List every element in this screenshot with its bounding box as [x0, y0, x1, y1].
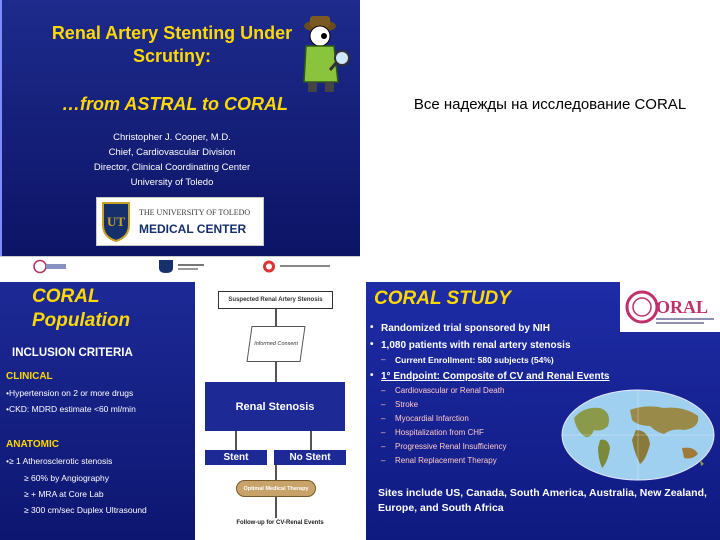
- clinical-header: CLINICAL: [6, 371, 53, 382]
- coral-logo: ORAL: [620, 282, 720, 332]
- bullet-dot: •: [370, 339, 374, 350]
- coral-small-logo-icon: [33, 259, 66, 274]
- study-bullet: 1,080 patients with renal artery stenosi…: [381, 340, 571, 351]
- flow-arrow: [275, 309, 277, 326]
- anatomic-item: ≥ 300 cm/sec Duplex Ultrasound: [24, 505, 147, 515]
- clinical-item: •CKD: MDRD estimate <60 ml/min: [6, 404, 136, 414]
- flow-optimal-medical-therapy: Optimal Medical Therapy: [236, 480, 316, 497]
- slide2-title-line1: CORAL: [32, 286, 100, 307]
- anatomic-item: •≥ 1 Atherosclerotic stenosis: [6, 456, 113, 466]
- flow-arrow: [275, 497, 277, 518]
- slide1-title-line1: Renal Artery Stenting Under: [51, 23, 293, 43]
- clinical-item: •Hypertension on 2 or more drugs: [6, 388, 134, 398]
- world-map-icon: [561, 389, 715, 481]
- flow-renal-stenosis: Renal Stenosis: [205, 382, 345, 431]
- enrollment-line: Current Enrollment: 580 subjects (54%): [395, 355, 554, 365]
- anatomic-item: ≥ 60% by Angiography: [24, 473, 109, 483]
- flow-informed-consent: Informed Consent: [246, 326, 306, 362]
- caption-russian: Все надежды на исследование CORAL: [413, 96, 687, 113]
- slide1-subtitle: …from ASTRAL to CORAL: [62, 94, 288, 114]
- bullet-dot: •: [370, 322, 374, 333]
- coral-logo-text: ORAL: [656, 297, 708, 317]
- endpoint-item: Cardiovascular or Renal Death: [395, 386, 505, 395]
- sub-dash: –: [381, 442, 386, 451]
- sub-dash: –: [381, 414, 386, 423]
- coral-logo-icon: ORAL: [625, 290, 714, 324]
- slide1-author-block: Christopher J. Cooper, M.D. Chief, Cardi…: [42, 130, 302, 190]
- flow-no-stent: No Stent: [274, 450, 346, 465]
- study-bullet: Randomized trial sponsored by NIH: [381, 323, 550, 334]
- sub-dash: –: [381, 428, 386, 437]
- inclusion-criteria-header: INCLUSION CRITERIA: [12, 347, 133, 359]
- endpoint-item: Progressive Renal Insufficiency: [395, 442, 507, 451]
- flow-stent: Stent: [205, 450, 267, 465]
- slide3-title: CORAL STUDY: [374, 288, 511, 309]
- anatomic-item: ≥ + MRA at Core Lab: [24, 489, 104, 499]
- flow-arrow: [275, 465, 277, 480]
- university-shield-icon: UT: [102, 202, 130, 243]
- endpoint-item: Myocardial Infarction: [395, 414, 469, 423]
- svg-text:UT: UT: [107, 214, 125, 229]
- author-line: Chief, Cardiovascular Division: [108, 147, 236, 158]
- ut-small-shield-icon: [159, 260, 173, 273]
- sub-dash: –: [381, 456, 386, 465]
- endpoint-item: Hospitalization from CHF: [395, 428, 484, 437]
- slide2-title: CORAL Population: [32, 285, 130, 333]
- author-line: Christopher J. Cooper, M.D.: [113, 132, 231, 143]
- flow-arrow: [275, 362, 277, 382]
- author-line: University of Toledo: [130, 177, 214, 188]
- sub-dash: –: [381, 386, 386, 395]
- anatomic-header: ANATOMIC: [6, 439, 59, 450]
- university-toledo-logo: UT THE UNIVERSITY OF TOLEDO MEDICAL CENT…: [96, 197, 264, 246]
- sub-dash: –: [381, 400, 386, 409]
- sub-dash: –: [381, 355, 386, 364]
- endpoint-line: 1° Endpoint: Composite of CV and Renal E…: [381, 371, 610, 382]
- author-line: Director, Clinical Coordinating Center: [93, 162, 251, 173]
- slide1-title-line2: Scrutiny:: [132, 46, 211, 66]
- flow-followup: Follow-up for CV-Renal Events: [236, 520, 324, 526]
- slide2-title-line2: Population: [32, 310, 131, 331]
- partner-small-logo-icon: [263, 260, 275, 273]
- flow-arrow: [235, 431, 237, 450]
- bullet-dot: •: [370, 370, 374, 381]
- endpoint-item: Stroke: [395, 400, 419, 409]
- slide1-footer-logo-strip: [0, 256, 360, 276]
- flow-suspected-ras: Suspected Renal Artery Stenosis: [218, 291, 333, 309]
- logo-university-name: THE UNIVERSITY OF TOLEDO: [139, 208, 251, 217]
- ut-small-wordmark-icon: [178, 264, 204, 270]
- logo-medical-center: MEDICAL CENTER: [139, 222, 247, 236]
- slide1-title: Renal Artery Stenting Under Scrutiny:: [22, 22, 322, 68]
- endpoint-item: Renal Replacement Therapy: [395, 456, 497, 465]
- partner-small-wordmark-icon: [280, 265, 330, 267]
- slide-title-astral-coral: Renal Artery Stenting Under Scrutiny: …f…: [0, 0, 360, 256]
- sites-text: Sites include US, Canada, South America,…: [378, 487, 707, 514]
- flow-arrow: [310, 431, 312, 450]
- detective-mascot-icon: [303, 16, 350, 92]
